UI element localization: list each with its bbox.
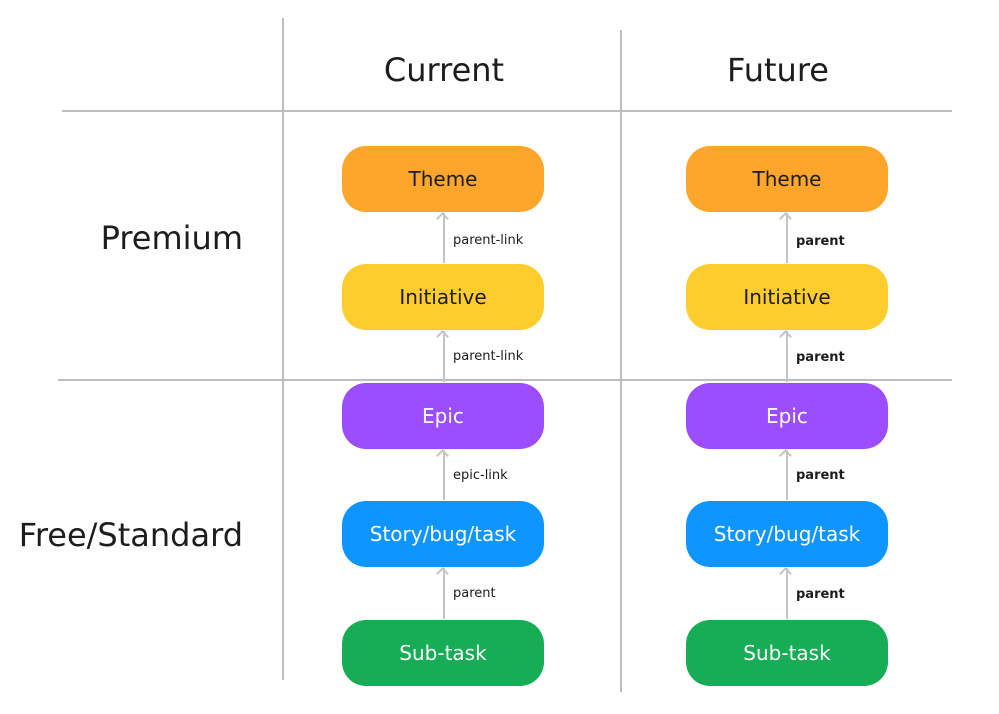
current-arrow-epic-to-initiative	[443, 331, 445, 382]
row-label-premium: Premium	[100, 219, 243, 257]
current-arrow-initiative-to-theme	[443, 213, 445, 263]
column-header-future: Future	[727, 51, 829, 89]
current-link-label-subtask-story: parent	[453, 586, 496, 601]
current-subtask-box: Sub-task	[342, 620, 544, 686]
future-initiative-box: Initiative	[686, 264, 888, 330]
future-link-label-initiative-theme: parent	[796, 234, 845, 249]
future-arrow-story-to-epic	[786, 450, 788, 500]
vertical-divider-right	[620, 30, 622, 692]
current-initiative-box: Initiative	[342, 264, 544, 330]
vertical-divider-left	[282, 18, 284, 680]
current-link-label-epic-initiative: parent-link	[453, 349, 524, 364]
future-theme-box: Theme	[686, 146, 888, 212]
column-header-current: Current	[383, 51, 505, 89]
horizontal-divider-top	[62, 110, 952, 112]
future-link-label-subtask-story: parent	[796, 587, 845, 602]
horizontal-divider-middle	[58, 379, 952, 381]
future-arrow-subtask-to-story	[786, 568, 788, 619]
future-link-label-epic-initiative: parent	[796, 350, 845, 365]
future-arrow-epic-to-initiative	[786, 331, 788, 382]
future-subtask-box: Sub-task	[686, 620, 888, 686]
current-arrow-subtask-to-story	[443, 568, 445, 619]
future-link-label-story-epic: parent	[796, 468, 845, 483]
row-label-free-standard: Free/Standard	[18, 516, 243, 554]
current-link-label-initiative-theme: parent-link	[453, 233, 524, 248]
current-link-label-story-epic: epic-link	[453, 468, 508, 483]
current-epic-box: Epic	[342, 383, 544, 449]
future-epic-box: Epic	[686, 383, 888, 449]
current-theme-box: Theme	[342, 146, 544, 212]
current-arrow-story-to-epic	[443, 450, 445, 500]
current-story-box: Story/bug/task	[342, 501, 544, 567]
future-story-box: Story/bug/task	[686, 501, 888, 567]
future-arrow-initiative-to-theme	[786, 213, 788, 263]
